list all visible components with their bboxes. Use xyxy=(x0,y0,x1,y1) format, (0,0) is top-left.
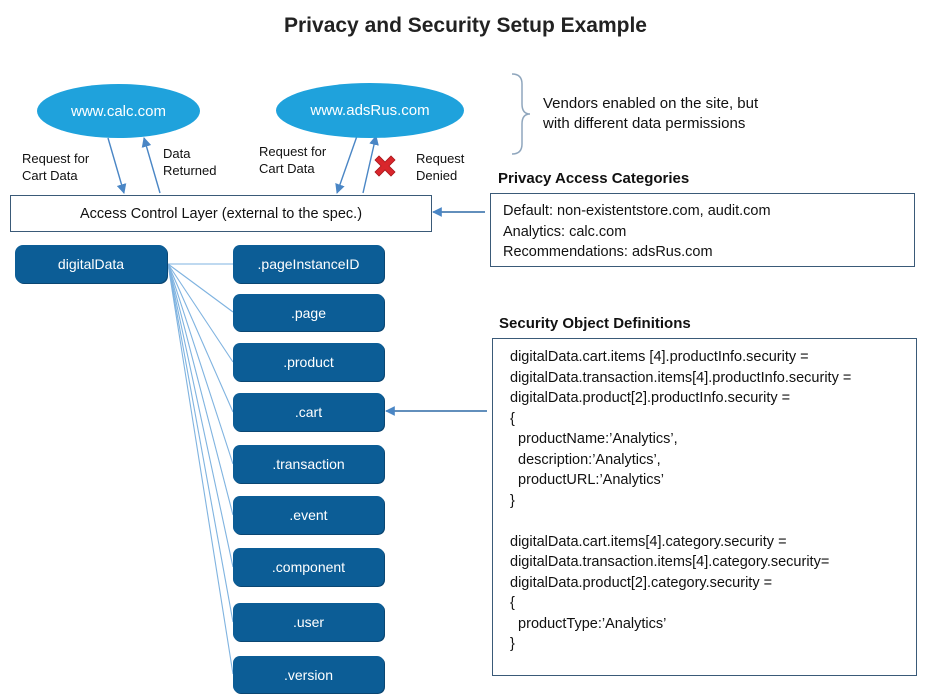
node-transaction: .transaction xyxy=(233,445,384,483)
node-version: .version xyxy=(233,656,384,693)
security-line: productURL:’Analytics’ xyxy=(510,472,664,488)
vendor-adsrus: www.adsRus.com xyxy=(276,83,464,138)
calc-request-arrow xyxy=(107,137,127,194)
brace-icon xyxy=(511,73,531,155)
access-control-layer-label: Access Control Layer (external to the sp… xyxy=(79,205,363,222)
node-product: .product xyxy=(233,343,384,381)
privacy-line: Recommendations: adsRus.com xyxy=(503,244,713,260)
security-line: productType:’Analytics’ xyxy=(510,615,667,632)
security-line: digitalData.cart.items[4].category.secur… xyxy=(510,533,787,550)
security-heading: Security Object Definitions xyxy=(499,315,691,332)
ads-denied-label: Request Denied xyxy=(416,150,464,184)
vendor-calc-label: www.calc.com xyxy=(70,102,167,120)
flow-label-line: Request for xyxy=(259,144,327,159)
security-line: description:’Analytics’, xyxy=(510,451,661,468)
privacy-line: Analytics: calc.com xyxy=(503,223,627,240)
flow-label-line: Cart Data xyxy=(259,161,315,176)
ads-request-label: Request for Cart Data xyxy=(259,143,326,177)
node-label: .cart xyxy=(294,404,323,420)
calc-request-label: Request for Cart Data xyxy=(22,150,89,184)
vendor-adsrus-label: www.adsRus.com xyxy=(310,102,430,119)
flow-label-line: Request for xyxy=(22,151,90,166)
security-line: digitalData.cart.items [4].productInfo.s… xyxy=(510,349,809,365)
flow-label-line: Data xyxy=(163,146,191,161)
security-line: { xyxy=(510,595,515,611)
node-page: .page xyxy=(233,294,384,331)
security-line: } xyxy=(510,636,515,652)
access-control-layer: Access Control Layer (external to the sp… xyxy=(10,195,432,232)
node-label: .user xyxy=(292,614,325,630)
security-line: { xyxy=(510,410,515,427)
privacy-heading: Privacy Access Categories xyxy=(498,170,690,187)
red-x-icon xyxy=(374,155,396,177)
security-line: } xyxy=(510,492,515,509)
vendors-note: Vendors enabled on the site, but with di… xyxy=(543,94,758,134)
node-user: .user xyxy=(233,603,384,641)
node-event: .event xyxy=(233,496,384,534)
node-label: .component xyxy=(271,559,346,575)
node-page-instance-id: .pageInstanceID xyxy=(233,245,384,283)
digitaldata-root-node: digitalData xyxy=(15,245,167,283)
node-label: .pageInstanceID xyxy=(257,256,360,272)
node-component: .component xyxy=(233,548,384,586)
security-line: digitalData.transaction.items[4].product… xyxy=(510,369,852,386)
security-line: digitalData.product[2].productInfo.secur… xyxy=(510,390,791,406)
vendor-calc: www.calc.com xyxy=(37,84,200,138)
node-label: .page xyxy=(290,304,327,321)
security-definitions-box: digitalData.cart.items [4].productInfo.s… xyxy=(492,338,917,676)
ads-request-arrow xyxy=(335,135,358,194)
privacy-line: Default: non-existentstore.com, audit.co… xyxy=(503,203,771,219)
flow-label-line: Cart Data xyxy=(22,168,78,183)
vendors-note-line: with different data permissions xyxy=(543,115,746,132)
node-label: .transaction xyxy=(272,456,345,472)
page-title: Privacy and Security Setup Example xyxy=(284,14,647,37)
flow-label-line: Request xyxy=(416,151,465,166)
node-label: .event xyxy=(289,507,328,523)
security-line xyxy=(510,511,916,532)
privacy-categories-box: Default: non-existentstore.com, audit.co… xyxy=(490,193,915,267)
security-line: digitalData.transaction.items[4].categor… xyxy=(510,554,830,570)
node-label: .version xyxy=(283,666,334,683)
calc-returned-arrow xyxy=(141,137,161,194)
node-label: .product xyxy=(283,354,334,370)
node-cart: .cart xyxy=(233,393,384,431)
root-node-label: digitalData xyxy=(57,256,125,272)
flow-label-line: Returned xyxy=(163,163,217,178)
vendors-note-line: Vendors enabled on the site, but xyxy=(543,95,759,112)
flow-label-line: Denied xyxy=(416,168,458,183)
ads-denied-arrow xyxy=(362,135,379,194)
security-line: productName:’Analytics’, xyxy=(510,431,678,447)
security-line: digitalData.product[2].category.security… xyxy=(510,574,773,591)
calc-returned-label: Data Returned xyxy=(163,145,216,179)
